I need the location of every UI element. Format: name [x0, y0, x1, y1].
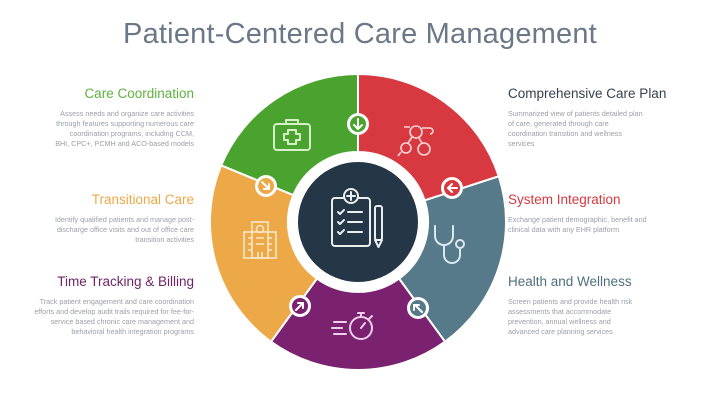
stopwatch-icon: [331, 312, 373, 340]
care-team-network-icon: [397, 125, 434, 157]
system-integration-block: System Integration Exchange patient demo…: [508, 192, 698, 235]
system-integration-text: Exchange patient demographic, benefit an…: [508, 215, 647, 234]
arrow-up-right-icon: [289, 295, 311, 317]
segment-care-coordination: [219, 72, 359, 197]
transitional-care-heading: Transitional Care: [91, 192, 194, 207]
segment-transitional-care: [208, 164, 319, 344]
segment-time-tracking: [269, 277, 447, 371]
stethoscope-icon: [434, 225, 465, 264]
care-coordination-heading: Care Coordination: [84, 86, 194, 101]
time-tracking-text: Track patient engagement and care coordi…: [34, 297, 194, 336]
health-wellness-heading: Health and Wellness: [508, 274, 632, 289]
hospital-building-icon: [243, 221, 277, 259]
transitional-care-block: Transitional Care Identify qualified pat…: [14, 192, 194, 245]
medical-kit-icon: [273, 119, 311, 151]
transitional-care-text: Identify qualified patients and manage p…: [54, 215, 194, 244]
arrow-left-icon: [441, 177, 463, 199]
time-tracking-block: Time Tracking & Billing Track patient en…: [14, 274, 194, 337]
arrow-down-right-icon: [255, 175, 277, 197]
health-wellness-block: Health and Wellness Screen patients and …: [508, 274, 698, 337]
clipboard-checklist-icon: [331, 188, 383, 248]
arrow-down-icon: [347, 113, 369, 135]
comprehensive-care-plan-block: Comprehensive Care Plan Summarized view …: [508, 86, 698, 149]
time-tracking-heading: Time Tracking & Billing: [57, 274, 194, 289]
segment-comprehensive-care-plan: [357, 72, 501, 202]
arrow-up-left-icon: [407, 297, 429, 319]
care-wheel-diagram: [208, 72, 507, 371]
system-integration-heading: System Integration: [508, 192, 621, 207]
care-coordination-block: Care Coordination Assess needs and organ…: [14, 86, 194, 149]
page-title: Patient-Centered Care Management: [123, 18, 597, 50]
care-coordination-text: Assess needs and organize care activitie…: [55, 109, 194, 148]
health-wellness-text: Screen patients and provide health risk …: [508, 297, 633, 336]
comprehensive-care-plan-heading: Comprehensive Care Plan: [508, 86, 667, 101]
comprehensive-care-plan-text: Summarized view of patients detailed pla…: [508, 109, 643, 148]
